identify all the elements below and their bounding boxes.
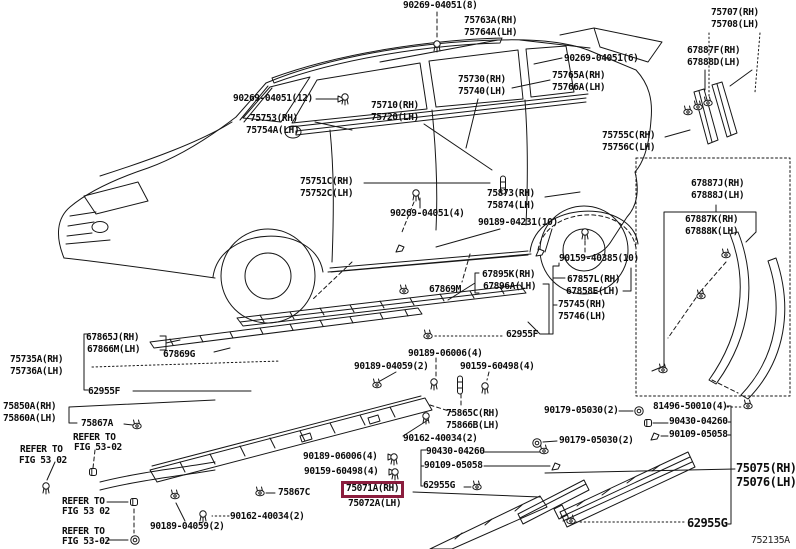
part-label: 90179-05030(2) — [544, 405, 619, 416]
part-label: 75076(LH) — [736, 475, 796, 489]
part-label: 67865J(RH) — [86, 332, 140, 343]
part-label: 90269-04051(12) — [233, 93, 313, 104]
part-label: 75763A(RH) — [464, 15, 518, 26]
part-label: 75873(RH) — [487, 188, 535, 199]
sill-moulding-exploded — [99, 395, 453, 491]
part-label: 75735A(RH) — [10, 354, 64, 365]
part-label: 90430-04260 — [426, 446, 485, 457]
part-label: 90189-04231(10) — [478, 217, 558, 228]
part-label: 67887F(RH) — [687, 45, 741, 56]
part-label: 75746(LH) — [558, 311, 606, 322]
part-label: 90179-05030(2) — [559, 435, 634, 446]
pillar-appliques — [693, 81, 738, 145]
part-label: 67888J(LH) — [691, 190, 745, 201]
part-label: REFER TO — [73, 432, 116, 443]
part-label: 90162-40034(2) — [403, 433, 478, 444]
part-label: FIG 53-02 — [62, 536, 110, 547]
part-label: 90189-04059(2) — [150, 521, 225, 532]
part-label: 90109-05058 — [669, 429, 728, 440]
part-label: 75753(RH) — [250, 113, 298, 124]
part-label: REFER TO — [62, 496, 105, 507]
part-label: 75764A(LH) — [464, 27, 518, 38]
part-label: 75850A(RH) — [3, 401, 57, 412]
part-label: 75710(RH) — [371, 100, 419, 111]
part-label: FIG 53 02 — [62, 506, 110, 517]
part-label: 90189-04059(2) — [354, 361, 429, 372]
part-label: 75766A(LH) — [552, 82, 606, 93]
highlighted-part-number: 75071A(RH) — [341, 481, 405, 499]
part-label: 62955G — [423, 480, 455, 491]
part-label: 67888D(LH) — [687, 57, 741, 68]
diagram-code: 752135A — [751, 535, 790, 546]
part-label: 75866B(LH) — [446, 420, 500, 431]
part-label: 67896A(LH) — [483, 281, 537, 292]
part-label: 67888K(LH) — [685, 226, 739, 237]
part-label: 67866M(LH) — [87, 344, 141, 355]
part-label: 90159-40385(10) — [559, 253, 639, 264]
part-label: 90269-04051(8) — [403, 0, 478, 11]
part-label: 75740(LH) — [458, 86, 506, 97]
rocker-strips — [149, 253, 527, 349]
part-label: 75765A(RH) — [552, 70, 606, 81]
part-label: 75755C(RH) — [602, 130, 656, 141]
detail-box — [635, 157, 791, 400]
part-label: 90159-60498(4) — [304, 466, 379, 477]
car-body — [58, 27, 663, 324]
part-label: 75751C(RH) — [300, 176, 354, 187]
part-label: 62955F — [506, 329, 538, 340]
part-label: 62955F — [88, 386, 120, 397]
part-label: REFER TO — [62, 526, 105, 537]
part-label: FIG 53-02 — [74, 442, 122, 453]
part-label: 90109-05058 — [424, 460, 483, 471]
part-label: 75072A(LH) — [348, 498, 402, 509]
part-label: 67895K(RH) — [482, 269, 536, 280]
part-label: 90159-60498(4) — [460, 361, 535, 372]
part-label: REFER TO — [20, 444, 63, 455]
part-label: 67858E(LH) — [566, 286, 620, 297]
part-label: 75730(RH) — [458, 74, 506, 85]
part-label: 75752C(LH) — [300, 188, 354, 199]
part-label: 81496-50010(4) — [653, 401, 728, 412]
part-label: 90430-04260 — [669, 416, 728, 427]
part-label: 90189-06006(4) — [303, 451, 378, 462]
part-label: 67887K(RH) — [685, 214, 739, 225]
part-label: 90162-40034(2) — [230, 511, 305, 522]
part-label: 75745(RH) — [558, 299, 606, 310]
part-label: 75860A(LH) — [3, 413, 57, 424]
part-label: 90269-04051(6) — [564, 53, 639, 64]
part-label: 90189-06006(4) — [408, 348, 483, 359]
part-label: 67887J(RH) — [691, 178, 745, 189]
part-label: FIG 53 02 — [19, 455, 67, 466]
part-label: 75708(LH) — [711, 19, 759, 30]
part-label: 75707(RH) — [711, 7, 759, 18]
part-label: 67857L(RH) — [567, 274, 621, 285]
part-label: 75075(RH) — [736, 461, 796, 475]
part-label: 90269-04051(4) — [390, 208, 465, 219]
part-label: 75756C(LH) — [602, 142, 656, 153]
part-label: 75754A(LH) — [246, 125, 300, 136]
part-label: 67869M — [429, 284, 461, 295]
part-label: 75867A — [81, 418, 113, 429]
part-label: 75867C — [278, 487, 310, 498]
part-label: 75874(LH) — [487, 200, 535, 211]
part-label: 75736A(LH) — [10, 366, 64, 377]
part-label: 75865C(RH) — [446, 408, 500, 419]
rear-door-mouldings — [429, 451, 696, 549]
part-label: 62955G — [687, 516, 728, 530]
part-label: 75720(LH) — [371, 112, 419, 123]
part-label: 67869G — [163, 349, 195, 360]
